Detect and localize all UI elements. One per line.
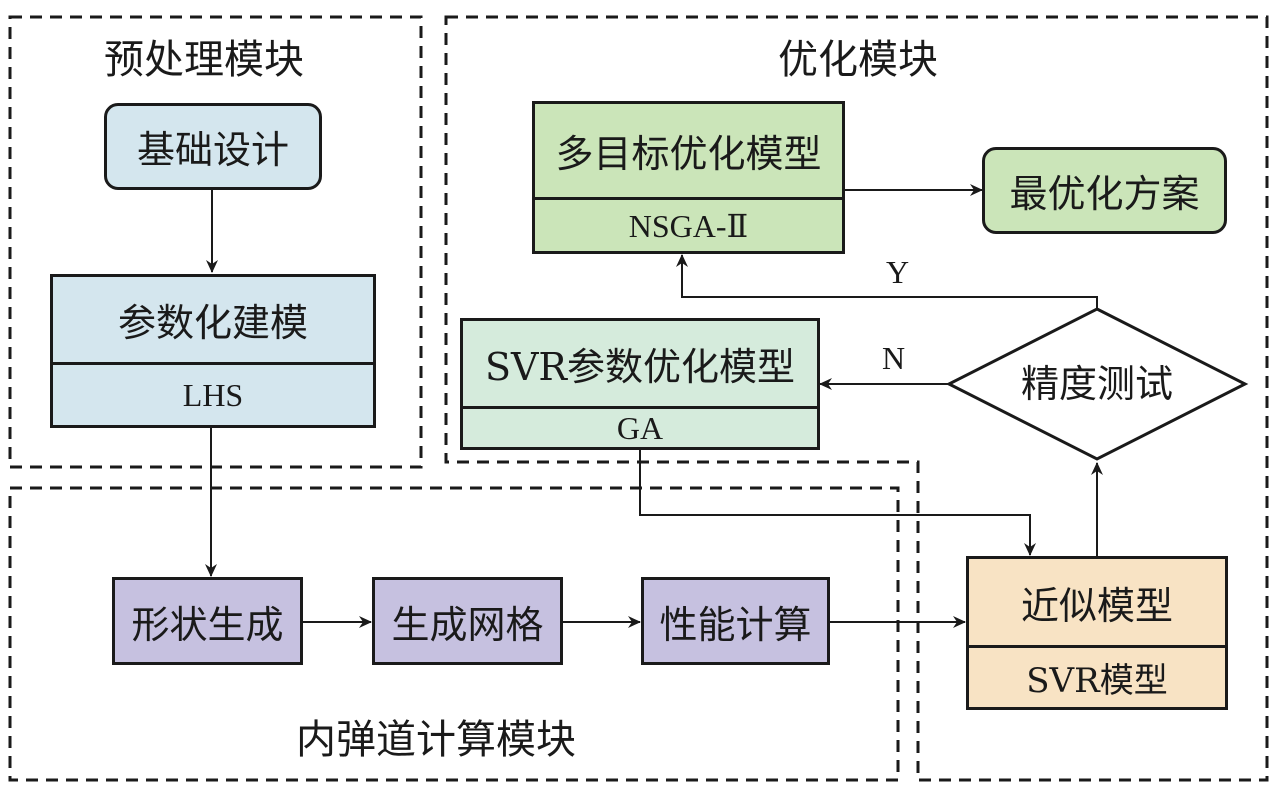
shape-gen-label: 形状生成 (131, 602, 284, 647)
multi-obj-opt-method-text: NSGA-Ⅱ (628, 207, 749, 244)
precision-test-label: 精度测试 (1020, 362, 1173, 406)
svr-param-opt-title: SVR参数优化模型 (463, 321, 817, 409)
perf-calc-node: 性能计算 (641, 577, 830, 665)
optimize-region-border (444, 15, 1269, 782)
no-label: N (882, 340, 906, 376)
param-modeling-title: 参数化建模 (53, 277, 373, 365)
multi-obj-opt-node: 多目标优化模型 NSGA-Ⅱ (532, 101, 845, 254)
precision-test-diamond (945, 307, 1249, 461)
ballistics-region-border (8, 486, 900, 782)
surrogate-node: 近似模型 SVR模型 (966, 556, 1228, 710)
surrogate-title-text: 近似模型 (1020, 583, 1173, 628)
param-modeling-method: LHS (53, 365, 373, 425)
basic-design-node: 基础设计 (104, 103, 322, 190)
shape-gen-node: 形状生成 (112, 577, 303, 665)
preprocess-region-border (8, 15, 423, 469)
multi-obj-opt-method: NSGA-Ⅱ (535, 200, 842, 251)
ballistics-region-label: 内弹道计算模块 (296, 717, 576, 763)
multi-obj-opt-title: 多目标优化模型 (535, 104, 842, 200)
svr-param-opt-node: SVR参数优化模型 GA (460, 318, 820, 450)
param-modeling-title-text: 参数化建模 (117, 301, 308, 345)
svr-param-opt-method-text: GA (616, 409, 664, 446)
mesh-gen-node: 生成网格 (372, 577, 563, 665)
svr-param-opt-title-text: SVR参数优化模型 (484, 345, 796, 389)
perf-calc-label: 性能计算 (659, 602, 812, 647)
multi-obj-opt-title-text: 多目标优化模型 (555, 132, 822, 176)
surrogate-method: SVR模型 (969, 648, 1225, 707)
param-modeling-node: 参数化建模 LHS (50, 274, 376, 428)
mesh-gen-label: 生成网格 (391, 602, 544, 647)
surrogate-method-text: SVR模型 (1026, 661, 1168, 701)
basic-design-label: 基础设计 (136, 128, 289, 172)
yes-label: Y (886, 254, 910, 290)
optimal-solution-label: 最优化方案 (1009, 172, 1200, 216)
preprocess-region-label: 预处理模块 (104, 37, 304, 83)
surrogate-title: 近似模型 (969, 559, 1225, 648)
svr-param-opt-method: GA (463, 409, 817, 447)
optimal-solution-node: 最优化方案 (982, 147, 1227, 234)
edge-precision-yes-to-nsga (676, 254, 1098, 308)
edge-ga-to-surrogate (639, 450, 1036, 556)
param-modeling-method-text: LHS (182, 376, 244, 413)
optimize-region-label: 优化模块 (778, 37, 938, 83)
